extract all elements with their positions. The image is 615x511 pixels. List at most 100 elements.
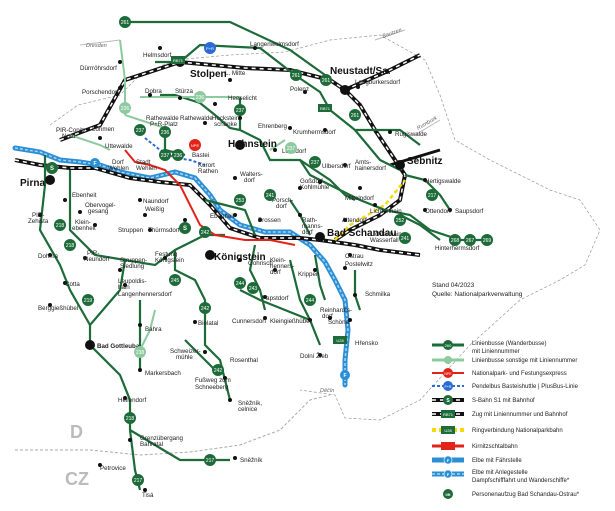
route-243a: 243 <box>249 286 258 292</box>
legend-text-4: Pendelbus Basteishuttle | PlusBus-Linie <box>472 384 579 390</box>
label-rugiswalde: Rugiswalde <box>395 131 428 138</box>
label-petrovice: Petrovice <box>100 465 126 472</box>
svg-text:P+R: P+R <box>206 46 214 51</box>
svg-text:U28: U28 <box>336 338 344 343</box>
legend-text-3: Nationalpark- und Festungsexpress <box>472 371 567 377</box>
route-218b: 218 <box>66 243 75 249</box>
label-cunnersdorf: Cunnersdorf <box>232 318 266 325</box>
label-dohma: Dohma <box>38 253 59 260</box>
road-arrows <box>79 29 441 136</box>
label-waltersdorf: Walters- <box>240 171 263 178</box>
label-lohmen: Lohmen <box>92 126 115 133</box>
label-hrensko: Hřensko <box>355 340 379 347</box>
label-markersbach: Markersbach <box>145 370 181 377</box>
route-badges: 261 261 261 226 236 237 237 236 237 236 … <box>54 16 493 486</box>
rb71-badge: RB71 <box>171 56 185 64</box>
label-hockstein: Hockstein- <box>212 115 241 122</box>
legend-row-3: NPE Nationalpark- und Festungsexpress <box>432 368 567 378</box>
label-henners2: dorf <box>270 269 281 276</box>
town-stolpen: Stolpen <box>190 69 227 80</box>
label-schneeberg: Schneeberg <box>195 384 229 391</box>
route-267a: 267 <box>466 238 475 244</box>
route-236b: 236 <box>161 130 170 136</box>
place-decin: Děčín <box>320 388 334 394</box>
label-krumhermsdorf: Krumhermsdorf <box>293 129 336 136</box>
country-d: D <box>70 422 83 442</box>
label-uttewalde: Uttewalde <box>105 143 133 150</box>
route-242a: 242 <box>201 230 210 236</box>
town-pirna: Pirna <box>20 178 45 189</box>
route-244a: 244 <box>236 281 245 287</box>
label-rosenthal: Rosenthal <box>230 357 258 364</box>
route-218a: 218 <box>56 223 65 229</box>
label-klein: Klein- <box>75 219 91 226</box>
label-thuermsdorf: Thürmsdorf <box>148 227 180 234</box>
label-stuerza: Stürza <box>175 88 193 95</box>
label-naundorf: Naundorf <box>143 198 169 205</box>
label-festung-koenigstein: Königstein <box>155 257 184 264</box>
legend-row-12: lift Personenaufzug Bad Schandau-Ostrau* <box>443 489 580 499</box>
stop-labels: Helmsdorf Langenwolmsdorf Dürrröhrsdorf … <box>28 41 483 499</box>
legend-text-11: Dampfschifffahrt und Wanderschiffe* <box>472 478 570 484</box>
label-amts: Amts- <box>355 159 371 166</box>
country-border <box>15 394 331 456</box>
label-saupsdorf: Saupsdorf <box>455 208 483 215</box>
legend-text-6: Zug mit Liniennummer und Bahnhof <box>472 412 568 418</box>
svg-text:S: S <box>446 398 450 404</box>
label-wehlen: Wehlen <box>108 165 129 172</box>
svg-text:RB71: RB71 <box>443 412 454 417</box>
route-226a: 226 <box>121 106 130 112</box>
label-schweizer: Schweizer- <box>170 348 201 355</box>
label-schoena: Schöna <box>328 319 350 326</box>
svg-text:260: 260 <box>445 343 452 348</box>
label-nord: Nord <box>62 133 76 140</box>
label-grenzuebergang: Grenzübergang <box>140 435 184 442</box>
pr-badge: P+R <box>204 42 216 54</box>
label-reinhardts2: dorf <box>322 313 333 320</box>
svg-text:F: F <box>447 458 450 463</box>
label-prossen: Prossen <box>258 217 281 224</box>
route-217b: 217 <box>206 458 215 464</box>
ferry-badge: F <box>90 158 100 168</box>
label-rathen: Rathen <box>198 168 219 175</box>
route-218c: 218 <box>126 416 135 422</box>
s-bahn-badge: S <box>46 162 58 174</box>
town-neustadt: Neustadt/Sa. <box>330 66 391 77</box>
route-252a: 252 <box>396 218 405 224</box>
legend-text-2: Linienbusse sonstige mit Liniennummer <box>472 358 577 364</box>
legend-row-8: Kirnitzschtalbahn <box>432 442 518 450</box>
label-bielatal: Bielatal <box>198 320 218 327</box>
national-park-boundary <box>49 34 601 421</box>
route-238a: 238 <box>136 350 145 356</box>
svg-text:F: F <box>447 472 450 477</box>
label-ebenheit2: Ebenheit <box>210 213 235 220</box>
route-242c: 242 <box>214 368 223 374</box>
label-gesang: gesang <box>88 208 109 215</box>
label-weissig: Weißig <box>145 206 165 213</box>
label-wasserfall: Wasserfall <box>370 237 399 244</box>
label-bastei: Bastei <box>192 152 209 159</box>
label-langenhennersdorf: Langenhennersdorf <box>118 291 172 298</box>
label-ottendorf: Ottendorf <box>425 208 451 215</box>
label-henners: henners- <box>270 263 294 270</box>
legend-text-1b: mit Liniennummer <box>472 349 520 355</box>
legend-text-8: Kirnitzschtalbahn <box>472 444 518 450</box>
s-bahn-badge-2: S <box>179 222 191 234</box>
label-langenwolmsdorf: Langenwolmsdorf <box>250 41 299 48</box>
place-bautzen: Bautzen <box>382 27 403 40</box>
u28-ring-line <box>334 179 406 241</box>
label-schmilka: Schmilka <box>365 291 391 298</box>
npe-line <box>124 149 296 246</box>
npe-badge: NPE <box>189 139 201 151</box>
label-manns: manns- <box>302 223 323 230</box>
label-l-mitte: L. Mitte <box>225 70 246 77</box>
svg-text:RB71: RB71 <box>173 58 184 63</box>
route-237e: 237 <box>311 160 320 166</box>
label-obervogel: Obervogel- <box>85 202 116 209</box>
legend-text-10: Elbe mit Anlegestelle <box>472 470 528 476</box>
route-237c: 237 <box>161 153 170 159</box>
legend-source: Quelle: Nationalparkverwaltung <box>432 291 523 298</box>
bus-lines-light <box>69 39 286 351</box>
label-polenz: Polenz <box>290 86 309 93</box>
